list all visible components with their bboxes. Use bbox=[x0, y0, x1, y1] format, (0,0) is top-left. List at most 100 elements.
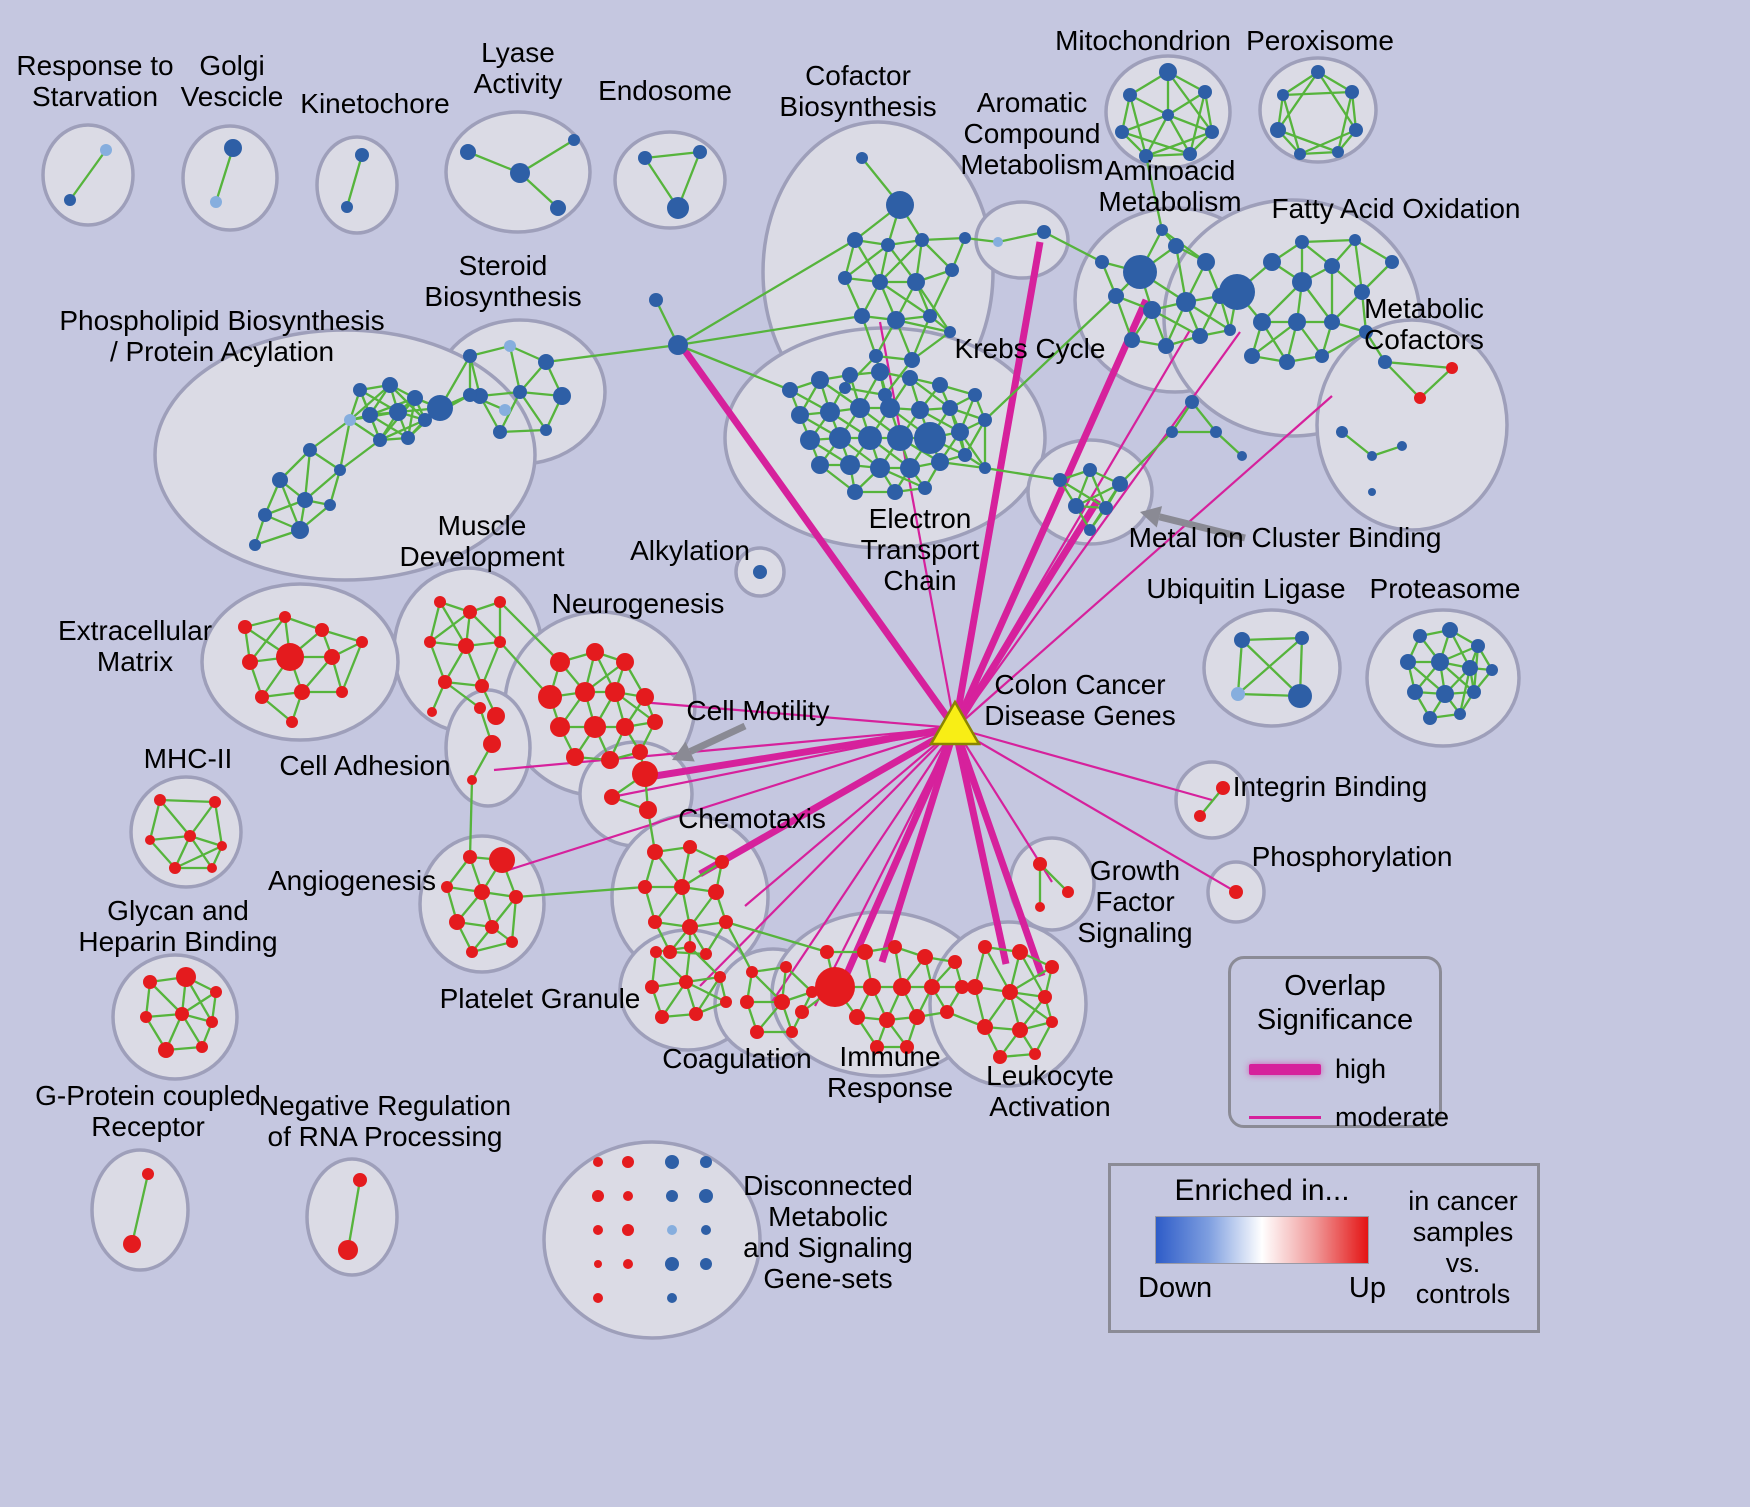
gene-set-node-metal-ion-cluster-binding bbox=[1083, 463, 1097, 477]
gene-set-edge bbox=[1251, 321, 1298, 357]
gene-set-edge bbox=[303, 449, 312, 501]
gene-set-node-cell-adhesion bbox=[483, 735, 501, 753]
inter-cluster-edge bbox=[677, 314, 863, 347]
gene-set-edge bbox=[159, 798, 216, 804]
gene-set-edge bbox=[349, 384, 391, 421]
gene-set-node-cofactor-biosynthesis bbox=[886, 191, 914, 219]
gene-set-node-cofactor-biosynthesis bbox=[856, 152, 868, 164]
gene-set-edge bbox=[1121, 130, 1191, 156]
gene-set-edge bbox=[1277, 71, 1319, 131]
gene-set-edge bbox=[1166, 114, 1192, 155]
cluster-bubble-kinetochore bbox=[315, 135, 399, 235]
gene-set-edge bbox=[130, 1173, 150, 1245]
overlap-edge-moderate bbox=[699, 727, 956, 987]
gene-set-node-neurogenesis bbox=[584, 716, 606, 738]
enrichment-note-line3: vs. controls bbox=[1415, 1248, 1511, 1309]
gene-set-node-response-to-starvation bbox=[100, 144, 112, 156]
gene-set-node-coagulation bbox=[774, 994, 790, 1010]
gene-set-node-steroid-biosynthesis bbox=[538, 354, 554, 370]
gene-set-edge bbox=[148, 799, 162, 841]
gene-set-node-neurogenesis bbox=[647, 714, 663, 730]
gene-set-node-neurogenesis bbox=[538, 685, 562, 709]
gene-set-node-angiogenesis bbox=[474, 884, 490, 900]
gene-set-edge bbox=[328, 469, 342, 506]
gene-set-node-electron-transport-chain bbox=[931, 453, 949, 471]
cluster-label-electron-transport-chain: Electron bbox=[869, 503, 972, 534]
gene-set-edge bbox=[1018, 951, 1047, 998]
inter-cluster-edge bbox=[677, 343, 791, 392]
gene-set-node-proteasome bbox=[1413, 629, 1427, 643]
gene-set-node-growth-factor-signaling bbox=[1062, 886, 1074, 898]
cluster-label-disconnected-gene-sets: Metabolic bbox=[768, 1201, 888, 1232]
gene-set-node-mhc-ii bbox=[169, 862, 181, 874]
gene-set-node-fatty-acid-oxidation bbox=[1219, 274, 1255, 310]
high-significance-label: high bbox=[1335, 1054, 1387, 1084]
gene-set-node-coagulation bbox=[780, 961, 792, 973]
gene-set-node-leukocyte-activation bbox=[1012, 1022, 1028, 1038]
gene-set-node-cell-adhesion bbox=[467, 775, 477, 785]
cluster-label-phospholipid-biosynthesis: / Protein Acylation bbox=[110, 336, 334, 367]
gene-set-node-steroid-biosynthesis bbox=[513, 385, 527, 399]
gene-set-edge bbox=[189, 801, 216, 837]
gene-set-node-immune-response bbox=[879, 1012, 895, 1028]
gene-set-edge bbox=[389, 384, 426, 421]
gene-set-edge bbox=[1075, 482, 1121, 508]
inter-cluster-edge bbox=[515, 885, 646, 899]
gene-set-node-kinetochore bbox=[341, 201, 353, 213]
gene-set-node-integrin-binding bbox=[1194, 810, 1206, 822]
gene-set-node-aminoacid-metabolism bbox=[1158, 338, 1174, 354]
gene-set-edge bbox=[1009, 966, 1053, 993]
cluster-label-lyase-activity: Lyase bbox=[481, 37, 555, 68]
gene-set-node-proteasome bbox=[1467, 685, 1481, 699]
gene-set-node-immune-response bbox=[948, 955, 962, 969]
gene-set-node-aminoacid-metabolism bbox=[1192, 328, 1208, 344]
gene-set-node-immune-response bbox=[924, 979, 940, 995]
gene-set-edge bbox=[1145, 152, 1191, 158]
cluster-label-glycan-heparin-binding: Heparin Binding bbox=[78, 926, 277, 957]
cluster-bubble-disconnected-gene-sets bbox=[542, 1140, 762, 1340]
overlap-edge-moderate bbox=[954, 727, 1053, 883]
gene-set-node-platelet-granule bbox=[689, 1007, 703, 1021]
gene-set-node-immune-response bbox=[888, 940, 902, 954]
gene-set-node-electron-transport-chain bbox=[858, 426, 882, 450]
gene-set-edge bbox=[429, 611, 471, 643]
gene-set-node-platelet-granule bbox=[650, 946, 662, 958]
overlap-edge-high bbox=[654, 724, 956, 780]
cluster-label-aromatic-compound-metabolism: Aromatic bbox=[977, 87, 1087, 118]
high-significance-row: high bbox=[1245, 1054, 1425, 1085]
overlap-edge-moderate bbox=[878, 321, 957, 729]
cluster-label-extracellular-matrix: Matrix bbox=[97, 646, 173, 677]
overlap-edge-high bbox=[680, 345, 958, 731]
cluster-label-fatty-acid-oxidation: Fatty Acid Oxidation bbox=[1271, 193, 1520, 224]
gene-set-edge bbox=[909, 377, 951, 409]
gene-set-edge bbox=[345, 154, 364, 208]
gene-set-node-metabolic-cofactors bbox=[1397, 441, 1407, 451]
gene-set-node-fatty-acid-oxidation bbox=[1349, 234, 1361, 246]
gene-set-node-chemotaxis bbox=[663, 945, 677, 959]
cluster-label-immune-response: Immune bbox=[839, 1041, 940, 1072]
gradient-up-label: Up bbox=[1348, 1272, 1386, 1304]
overlap-legend-title-line1: Overlap bbox=[1284, 970, 1386, 1002]
gene-set-node-muscle-development bbox=[458, 638, 474, 654]
gene-set-node-platelet-granule bbox=[655, 1010, 669, 1024]
gene-set-node-cofactor-biosynthesis bbox=[944, 326, 956, 338]
overlap-edge-moderate bbox=[814, 727, 956, 1007]
inter-cluster-edge bbox=[444, 681, 481, 709]
inter-cluster-edge bbox=[1144, 155, 1164, 231]
cluster-bubble-phospholipid-biosynthesis bbox=[153, 328, 537, 582]
gene-set-node-leukocyte-activation bbox=[977, 1019, 993, 1035]
gene-set-node-chemotaxis bbox=[700, 948, 712, 960]
gene-set-node-cofactor-biosynthesis bbox=[907, 273, 925, 291]
gene-set-node-chemotaxis bbox=[647, 844, 663, 860]
gene-set-node-junction-nodes bbox=[649, 293, 663, 307]
cluster-label-endosome: Endosome bbox=[598, 75, 732, 106]
gene-set-edge bbox=[1299, 150, 1339, 156]
gene-set-node-phospholipid-biosynthesis bbox=[407, 390, 423, 406]
gene-set-node-phospholipid-biosynthesis bbox=[258, 508, 272, 522]
gene-set-node-phospholipid-biosynthesis bbox=[362, 407, 378, 423]
gene-set-node-electron-transport-chain bbox=[870, 458, 890, 478]
gene-set-edge bbox=[1354, 239, 1393, 263]
cluster-label-aromatic-compound-metabolism: Metabolism bbox=[960, 149, 1103, 180]
gene-set-node-electron-transport-chain bbox=[979, 462, 991, 474]
gene-set-node-muscle-development bbox=[494, 596, 506, 608]
